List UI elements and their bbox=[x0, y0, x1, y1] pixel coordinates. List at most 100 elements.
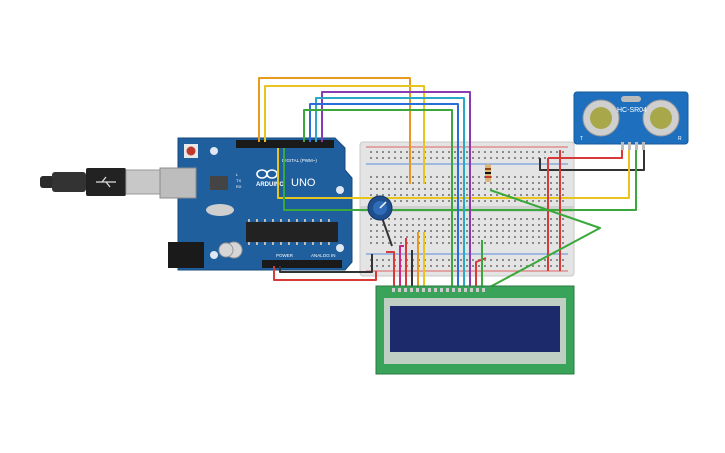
breadboard-hole[interactable] bbox=[472, 188, 474, 190]
breadboard-hole[interactable] bbox=[382, 265, 384, 267]
breadboard-hole[interactable] bbox=[496, 194, 498, 196]
breadboard-hole[interactable] bbox=[550, 230, 552, 232]
breadboard-hole[interactable] bbox=[508, 236, 510, 238]
breadboard-hole[interactable] bbox=[400, 236, 402, 238]
breadboard-hole[interactable] bbox=[460, 236, 462, 238]
breadboard-hole[interactable] bbox=[466, 182, 468, 184]
breadboard-hole[interactable] bbox=[388, 259, 390, 261]
breadboard-hole[interactable] bbox=[412, 230, 414, 232]
lcd-pin-row[interactable] bbox=[392, 288, 485, 292]
breadboard-hole[interactable] bbox=[442, 200, 444, 202]
lcd-pin[interactable] bbox=[440, 288, 443, 292]
breadboard-hole[interactable] bbox=[370, 230, 372, 232]
lcd-pin[interactable] bbox=[434, 288, 437, 292]
breadboard-hole[interactable] bbox=[526, 157, 528, 159]
breadboard-hole[interactable] bbox=[472, 194, 474, 196]
breadboard-hole[interactable] bbox=[508, 176, 510, 178]
breadboard-hole[interactable] bbox=[406, 151, 408, 153]
breadboard-hole[interactable] bbox=[532, 236, 534, 238]
breadboard-hole[interactable] bbox=[466, 218, 468, 220]
breadboard-hole[interactable] bbox=[454, 200, 456, 202]
breadboard-hole[interactable] bbox=[466, 176, 468, 178]
breadboard-hole[interactable] bbox=[430, 151, 432, 153]
breadboard-hole[interactable] bbox=[556, 218, 558, 220]
breadboard-hole[interactable] bbox=[454, 151, 456, 153]
breadboard-hole[interactable] bbox=[502, 176, 504, 178]
breadboard-hole[interactable] bbox=[532, 265, 534, 267]
breadboard-hole[interactable] bbox=[496, 230, 498, 232]
breadboard-hole[interactable] bbox=[430, 230, 432, 232]
breadboard-hole[interactable] bbox=[436, 236, 438, 238]
breadboard-hole[interactable] bbox=[388, 265, 390, 267]
breadboard-hole[interactable] bbox=[466, 230, 468, 232]
breadboard-hole[interactable] bbox=[502, 236, 504, 238]
breadboard-hole[interactable] bbox=[370, 176, 372, 178]
breadboard-hole[interactable] bbox=[376, 242, 378, 244]
breadboard-hole[interactable] bbox=[370, 224, 372, 226]
breadboard-hole[interactable] bbox=[496, 176, 498, 178]
breadboard-hole[interactable] bbox=[430, 176, 432, 178]
breadboard-hole[interactable] bbox=[430, 259, 432, 261]
breadboard-hole[interactable] bbox=[544, 224, 546, 226]
breadboard-hole[interactable] bbox=[562, 259, 564, 261]
breadboard-hole[interactable] bbox=[550, 200, 552, 202]
breadboard-hole[interactable] bbox=[454, 194, 456, 196]
breadboard-hole[interactable] bbox=[526, 242, 528, 244]
breadboard-hole[interactable] bbox=[490, 194, 492, 196]
breadboard-hole[interactable] bbox=[514, 242, 516, 244]
lcd-pin[interactable] bbox=[446, 288, 449, 292]
breadboard-hole[interactable] bbox=[406, 224, 408, 226]
breadboard-hole[interactable] bbox=[454, 182, 456, 184]
breadboard-hole[interactable] bbox=[394, 218, 396, 220]
breadboard-hole[interactable] bbox=[448, 242, 450, 244]
breadboard-hole[interactable] bbox=[424, 224, 426, 226]
breadboard-hole[interactable] bbox=[502, 242, 504, 244]
breadboard-hole[interactable] bbox=[526, 151, 528, 153]
breadboard-hole[interactable] bbox=[460, 157, 462, 159]
breadboard-hole[interactable] bbox=[520, 265, 522, 267]
breadboard-hole[interactable] bbox=[490, 188, 492, 190]
breadboard-hole[interactable] bbox=[502, 200, 504, 202]
breadboard-hole[interactable] bbox=[484, 242, 486, 244]
breadboard-hole[interactable] bbox=[532, 259, 534, 261]
breadboard-hole[interactable] bbox=[478, 176, 480, 178]
breadboard-hole[interactable] bbox=[502, 188, 504, 190]
breadboard-hole[interactable] bbox=[406, 230, 408, 232]
lcd-pin[interactable] bbox=[470, 288, 473, 292]
breadboard-hole[interactable] bbox=[478, 236, 480, 238]
breadboard-hole[interactable] bbox=[466, 242, 468, 244]
breadboard-hole[interactable] bbox=[544, 194, 546, 196]
breadboard-hole[interactable] bbox=[454, 265, 456, 267]
breadboard-hole[interactable] bbox=[472, 176, 474, 178]
breadboard-hole[interactable] bbox=[412, 176, 414, 178]
breadboard-hole[interactable] bbox=[472, 218, 474, 220]
breadboard-hole[interactable] bbox=[442, 230, 444, 232]
breadboard-hole[interactable] bbox=[448, 176, 450, 178]
breadboard-hole[interactable] bbox=[442, 242, 444, 244]
breadboard-hole[interactable] bbox=[376, 157, 378, 159]
breadboard-hole[interactable] bbox=[502, 259, 504, 261]
breadboard-hole[interactable] bbox=[388, 151, 390, 153]
lcd-display[interactable] bbox=[375, 285, 575, 375]
breadboard-hole[interactable] bbox=[418, 200, 420, 202]
breadboard-hole[interactable] bbox=[388, 188, 390, 190]
breadboard-hole[interactable] bbox=[478, 182, 480, 184]
breadboard-hole[interactable] bbox=[520, 242, 522, 244]
breadboard-hole[interactable] bbox=[418, 182, 420, 184]
breadboard-hole[interactable] bbox=[430, 194, 432, 196]
breadboard-hole[interactable] bbox=[556, 236, 558, 238]
breadboard-hole[interactable] bbox=[520, 188, 522, 190]
breadboard-hole[interactable] bbox=[490, 236, 492, 238]
breadboard-hole[interactable] bbox=[454, 224, 456, 226]
breadboard-hole[interactable] bbox=[418, 188, 420, 190]
lcd-pin[interactable] bbox=[410, 288, 413, 292]
breadboard-hole[interactable] bbox=[460, 218, 462, 220]
breadboard-hole[interactable] bbox=[544, 230, 546, 232]
breadboard-hole[interactable] bbox=[520, 259, 522, 261]
breadboard-hole[interactable] bbox=[478, 218, 480, 220]
breadboard-hole[interactable] bbox=[460, 200, 462, 202]
breadboard-hole[interactable] bbox=[418, 194, 420, 196]
breadboard-hole[interactable] bbox=[502, 151, 504, 153]
breadboard-hole[interactable] bbox=[526, 188, 528, 190]
